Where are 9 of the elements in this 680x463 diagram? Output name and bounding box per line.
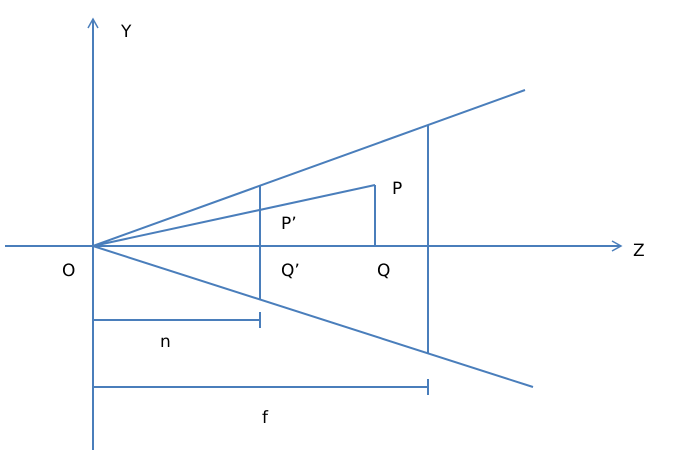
point-label: Q’	[281, 263, 300, 280]
point-label: P	[392, 181, 402, 198]
dimension-label: f	[262, 410, 268, 427]
origin-label: O	[62, 263, 76, 280]
axis-label: Z	[633, 243, 645, 260]
dimension-label: n	[160, 334, 171, 351]
point-label: P’	[281, 216, 297, 233]
point-label: Q	[377, 263, 390, 280]
axis-label: Y	[121, 24, 132, 41]
